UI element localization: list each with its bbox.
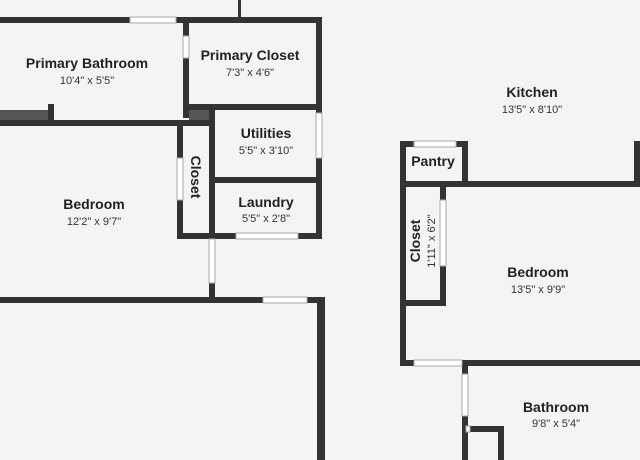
room-size-bedroom-right: 13'5" x 9'9" xyxy=(511,284,565,296)
wall-utility-bottom xyxy=(209,177,322,183)
room-name-bathroom: Bathroom xyxy=(523,399,589,415)
wall-top-mid xyxy=(176,17,322,23)
window-bedroom-bottom xyxy=(262,296,308,304)
wall-closet-right xyxy=(440,181,446,200)
room-size-closet-right: 1'11" x 6'2" xyxy=(426,214,438,267)
wall-bedroom-bottom-left xyxy=(400,360,414,366)
room-name-primary-closet: Primary Closet xyxy=(201,47,300,63)
room-size-bedroom-left: 12'2" x 9'7" xyxy=(67,216,121,228)
room-size-laundry: 5'5" x 2'8" xyxy=(242,213,290,225)
wall-kitchen-right-stub xyxy=(634,141,640,187)
wall-closet-bottom xyxy=(183,104,322,110)
room-name-utilities: Utilities xyxy=(241,125,292,141)
room-name-kitchen: Kitchen xyxy=(506,84,557,100)
room-name-laundry: Laundry xyxy=(238,194,293,210)
window-bath-left xyxy=(461,373,469,417)
wall-pantry-top-left xyxy=(400,141,414,147)
wall-pantry-left xyxy=(400,141,406,366)
hatch-bathroom xyxy=(0,110,48,120)
wall-bedroom-bottom xyxy=(0,297,263,303)
window-utilities-right xyxy=(315,112,323,159)
hatch-closet xyxy=(189,110,209,120)
window-bath-top xyxy=(129,16,177,24)
window-laundry-bottom xyxy=(235,232,299,240)
walls-right-block xyxy=(400,141,640,460)
wall-bedroom-bottom-right2 xyxy=(462,360,640,366)
room-name-bedroom-left: Bedroom xyxy=(63,196,124,212)
wall-bath-shower-side xyxy=(498,426,504,460)
wall-lower-right xyxy=(317,297,325,460)
room-size-kitchen: 13'5" x 8'10" xyxy=(502,104,562,116)
wall-bath-left xyxy=(462,360,468,374)
room-name-pantry: Pantry xyxy=(411,153,455,169)
wall-utility-left xyxy=(209,104,215,239)
room-name-bedroom-right: Bedroom xyxy=(507,264,568,280)
window-closet-right xyxy=(439,199,447,267)
room-size-primary-closet: 7'3" x 4'6" xyxy=(226,67,274,79)
wall-bath-shower-top xyxy=(470,426,504,432)
wall-bath-vanity xyxy=(48,104,54,126)
windows-left-block xyxy=(129,0,323,304)
room-size-utilities: 5'5" x 3'10" xyxy=(239,145,293,157)
window-left-closet xyxy=(176,157,184,201)
wall-right-upper xyxy=(316,17,322,113)
window-closet-left xyxy=(182,35,190,59)
room-name-primary-bathroom: Primary Bathroom xyxy=(26,55,148,71)
wall-bedroom-bottom-right xyxy=(307,297,325,303)
wall-closet-right-lower xyxy=(440,266,446,306)
room-size-primary-bathroom: 10'4" x 5'5" xyxy=(60,75,114,87)
wall-pantry-right xyxy=(462,141,468,187)
walls-left-block xyxy=(0,17,325,460)
window-bedroom-bottom-right xyxy=(413,359,463,367)
wall-closet-bottom-right xyxy=(400,300,446,306)
window-bedroom-right xyxy=(208,238,216,284)
wall-closet-divider xyxy=(183,17,189,118)
room-name-closet-right: Closet xyxy=(407,219,423,262)
wall-bath-bottom xyxy=(0,120,215,126)
room-size-bathroom: 9'8" x 5'4" xyxy=(532,418,580,430)
room-name-closet-left: Closet xyxy=(188,156,204,199)
window-bath-stub xyxy=(465,425,471,433)
wall-pantry-bottom xyxy=(400,181,640,187)
wall-closet-bottom-left xyxy=(177,233,215,239)
wall-right-lower xyxy=(316,158,322,239)
door-stub-top xyxy=(238,0,241,17)
window-pantry-top xyxy=(413,140,457,148)
windows-right-block xyxy=(413,140,471,433)
wall-bath-left-lower xyxy=(462,416,468,460)
wall-bedroom-right xyxy=(209,283,215,303)
wall-top-left xyxy=(0,17,130,23)
